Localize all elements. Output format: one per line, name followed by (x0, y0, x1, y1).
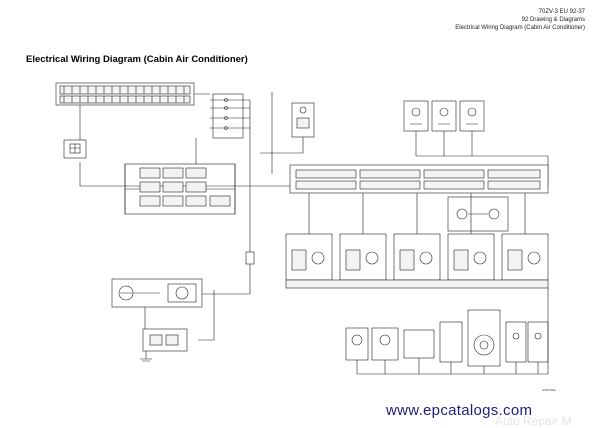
main-connector-block (55, 82, 195, 106)
document-id: wr97f16be (542, 388, 557, 392)
center-connector-group (124, 163, 236, 215)
temperature-sensor (260, 92, 315, 174)
page-title: Electrical Wiring Diagram (Cabin Air Con… (26, 54, 248, 65)
ambient-sensor-group (447, 196, 509, 232)
left-relay-component (63, 139, 87, 159)
header-subtitle: Electrical Wiring Diagram (Cabin Air Con… (455, 25, 585, 31)
page-header: 70ZV-3 EU 92-37 92 Drawing & Diagrams El… (455, 8, 585, 32)
controller-connector-row (250, 164, 549, 194)
compressor-clutch (140, 290, 215, 362)
header-section: 92 Drawing & Diagrams (521, 17, 585, 23)
bottom-sensor-group (345, 288, 549, 375)
mode-actuators-row (285, 193, 549, 289)
header-model: 70ZV-3 EU 92-37 (538, 9, 585, 15)
actuator-group-top-right (403, 100, 549, 186)
blower-switch (210, 93, 250, 139)
watermark-faint: Auto Repair M (495, 414, 572, 428)
blower-motor-assembly (111, 278, 203, 308)
watermark-url: www.epcatalogs.com (386, 402, 533, 419)
